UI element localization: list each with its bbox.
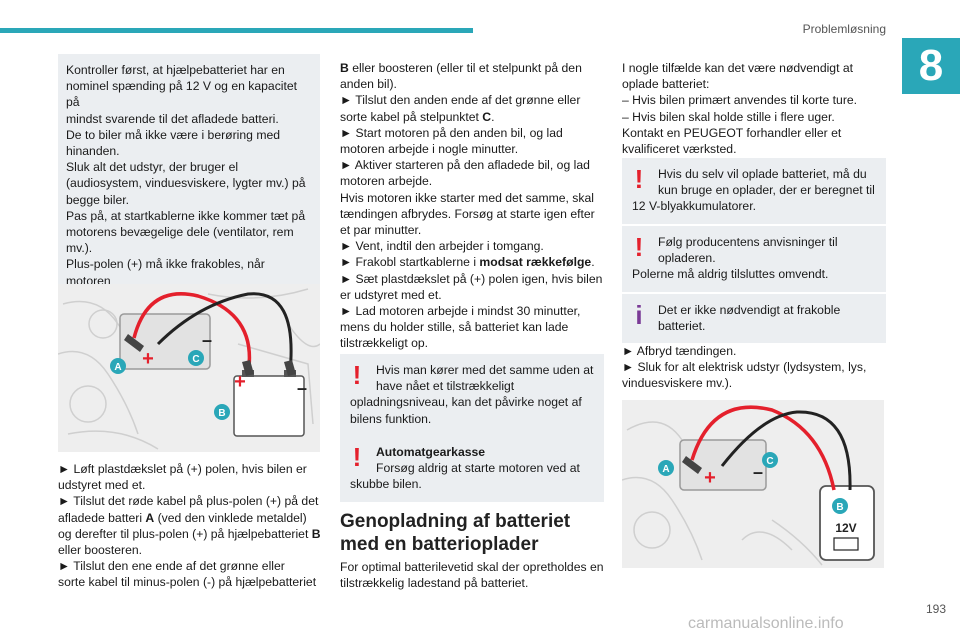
step-line: og derefter til plus-polen (+) på hjælpe… xyxy=(58,526,321,541)
minus-sign-1: – xyxy=(202,330,212,350)
label-b-circle xyxy=(832,498,848,514)
charger-intro: For optimal batterilevetid skal der opre… xyxy=(340,560,604,591)
jump-start-figure: A C B + + – – xyxy=(58,284,320,452)
discharged-battery-shape xyxy=(119,313,211,370)
step-line: ► Tilslut det røde kabel på plus-polen (… xyxy=(58,494,319,509)
warning-exclamation-icon: ! xyxy=(352,442,362,472)
step-line: sorte kabel til minus-polen (-) på hjælp… xyxy=(58,575,317,590)
precaution-box: Kontroller først, at hjælpebatteriet har… xyxy=(58,54,320,304)
label-b-circle xyxy=(214,404,230,420)
warning-exclamation-icon: ! xyxy=(634,164,644,194)
label-a-circle xyxy=(658,460,674,476)
text-line: Hvis motoren ikke starter med det samme,… xyxy=(340,190,594,205)
label-c: C xyxy=(192,354,199,365)
step-line: udstyret med et. xyxy=(58,478,146,493)
info-icon: i xyxy=(635,300,643,330)
red-cable xyxy=(132,292,252,375)
precaution-line: nominel spænding på 12 V og en kapacitet… xyxy=(66,79,298,110)
warning-exclamation-icon: ! xyxy=(352,360,362,390)
charger-black-cable xyxy=(720,410,852,491)
precaution-line: mv.). xyxy=(66,241,93,256)
precaution-line: motorens bevægelige dele (ventilator, re… xyxy=(66,225,294,240)
plus-sign-2: + xyxy=(234,371,246,393)
text-line: anden bil). xyxy=(340,77,397,92)
charger-voltage-label: 12V xyxy=(835,521,856,535)
text-line: et par minutter. xyxy=(340,223,422,238)
precaution-line: hinanden. xyxy=(66,144,120,159)
precaution-line: Kontroller først, at hjælpebatteriet har… xyxy=(66,63,285,77)
precaution-line: Pas på, at startkablerne ikke kommer tæt… xyxy=(66,208,306,223)
precaution-line: begge biler. xyxy=(66,192,130,207)
text-line: ► Start motoren på den anden bil, og lad xyxy=(340,125,563,140)
precaution-line: Sluk alt det udstyr, der bruger el xyxy=(66,160,239,175)
text-line: motoren arbejde i nogle minutter. xyxy=(340,142,519,157)
text-line: ► Vent, indtil den arbejder i tomgang. xyxy=(340,239,544,254)
warning-box-charge-level: ! Hvis man kører med det samme uden at h… xyxy=(340,354,604,436)
charging-intro: I nogle tilfælde kan det være nødvendigt… xyxy=(622,61,858,157)
charger-illustration: A C B + – 12V xyxy=(622,400,884,568)
black-cable xyxy=(156,292,293,373)
precaution-line: (audiosystem, vinduesviskere, lygter mv.… xyxy=(66,176,306,191)
chapter-number-tab: 8 xyxy=(902,38,960,94)
text-line: tilstrækkeligt op. xyxy=(340,336,429,351)
label-b: B xyxy=(836,502,843,513)
step-line: eller boosteren. xyxy=(58,543,143,558)
text-line: sorte kabel på stelpunktet C. xyxy=(340,109,495,124)
booster-battery-shape xyxy=(233,375,305,437)
charging-steps: ► Afbryd tændingen. ► Sluk for alt elekt… xyxy=(622,344,867,391)
section-heading: Genopladning af batteriet med en batteri… xyxy=(340,511,571,555)
minus-sign-2: – xyxy=(297,378,307,398)
text-line: ► Sæt plastdækslet på (+) polen igen, hv… xyxy=(340,271,603,286)
connection-steps: ► Løft plastdækslet på (+) polen, hvis b… xyxy=(58,461,322,591)
section-title: Problemløsning xyxy=(802,22,886,36)
text-line: ► Lad motoren arbejde i mindst 30 minutt… xyxy=(340,304,581,319)
precaution-line: mindst svarende til det afladede batteri… xyxy=(66,111,279,126)
battery-icon xyxy=(833,537,859,551)
label-c-circle xyxy=(762,452,778,468)
text-line: B eller boosteren (eller til et stelpunk… xyxy=(340,61,582,75)
warning-box-automatic: ! Automatgearkasse Forsøg aldrig at star… xyxy=(340,436,604,502)
jump-start-continued: B eller boosteren (eller til et stelpunk… xyxy=(340,60,606,352)
text-line: ► Aktiver starteren på den afladede bil,… xyxy=(340,158,590,173)
page-number: 193 xyxy=(925,602,946,616)
label-a: A xyxy=(114,362,121,373)
precaution-text: Kontroller først, at hjælpebatteriet har… xyxy=(66,62,312,305)
info-box-disconnect: i Det er ikke nødvendigt at frakoble bat… xyxy=(622,294,886,344)
text-line: ► Tilslut den anden ende af det grønne e… xyxy=(340,93,581,108)
step-line: afladede batteri A (ved den vinklede met… xyxy=(58,510,307,525)
text-line: ► Frakobl startkablerne i modsat rækkefø… xyxy=(340,255,595,270)
text-line: motoren arbejde. xyxy=(340,174,433,189)
charger-figure: A C B + – 12V xyxy=(622,400,884,568)
text-line: tændingen afbrydes. Forsøg at starte ige… xyxy=(340,206,595,221)
warning-exclamation-icon: ! xyxy=(634,232,644,262)
precaution-line: De to biler må ikke være i berøring med xyxy=(66,127,281,142)
warning-box-charger-type: ! Hvis du selv vil oplade batteriet, må … xyxy=(622,158,886,224)
plus-sign-1: + xyxy=(142,348,154,370)
minus-sign: – xyxy=(753,462,763,482)
label-a: A xyxy=(662,464,669,475)
label-c: C xyxy=(766,456,773,467)
text-line: mens du holder stille, så batteriet kan … xyxy=(340,320,569,335)
label-c-circle xyxy=(188,350,204,366)
label-b: B xyxy=(218,408,225,419)
watermark: carmanualsonline.info xyxy=(688,615,844,632)
step-line: ► Tilslut den ene ende af det grønne ell… xyxy=(58,559,285,574)
label-a-circle xyxy=(110,358,126,374)
warning-box-polarity: ! Følg producentens anvisninger til opla… xyxy=(622,226,886,292)
header-accent-bar xyxy=(0,28,473,33)
jump-start-illustration: A C B + + – – xyxy=(58,284,320,452)
charger-red-cable xyxy=(690,405,836,491)
text-line: er udstyret med et. xyxy=(340,287,442,302)
step-line: ► Løft plastdækslet på (+) polen, hvis b… xyxy=(58,462,307,476)
plus-sign: + xyxy=(704,467,716,489)
